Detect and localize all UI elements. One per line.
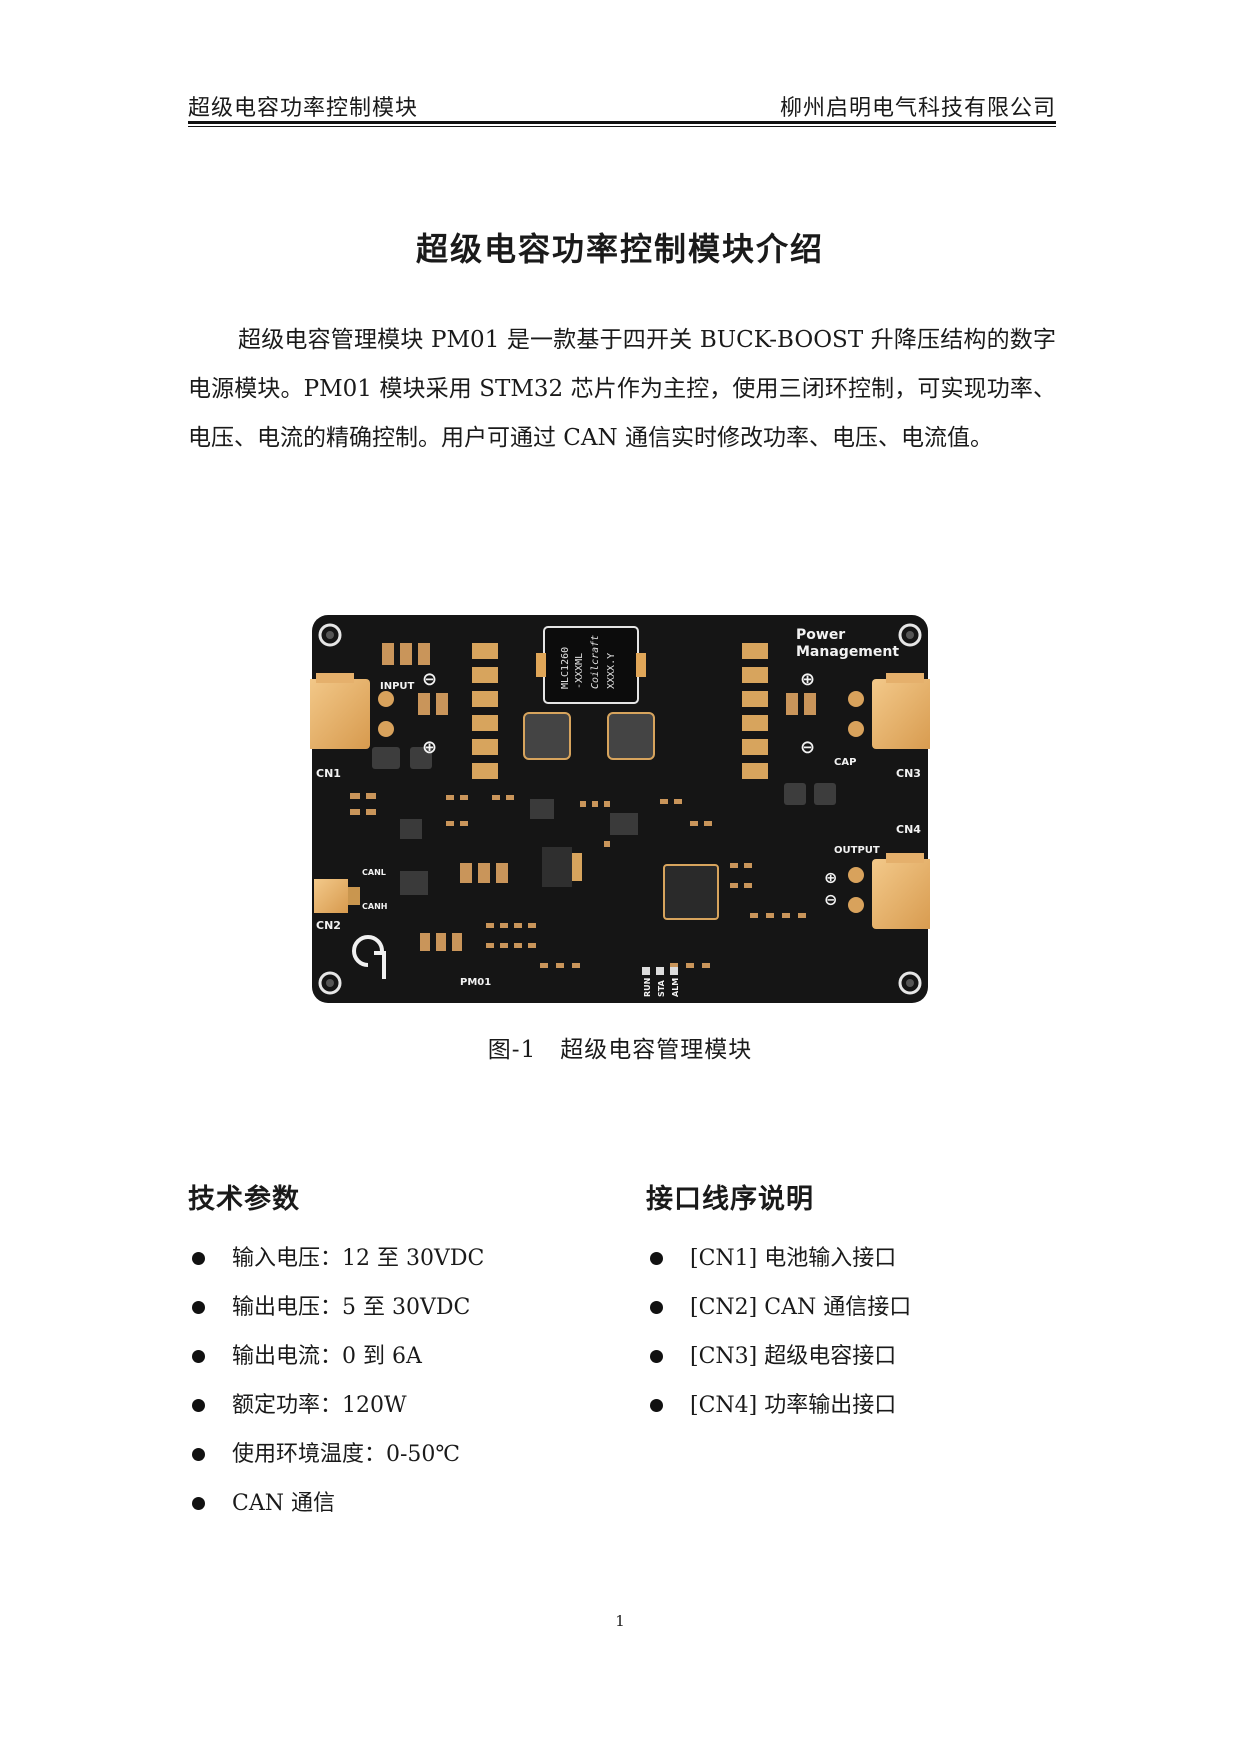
small-passives-top-left [382,643,448,715]
mounting-holes [318,623,922,995]
list-item-text: [CN3] 超级电容接口 [690,1344,897,1369]
list-item: 输入电压：12 至 30VDC [188,1234,608,1283]
svg-text:CN3: CN3 [896,767,921,780]
list-item-text: 输出电流：0 到 6A [232,1344,422,1369]
list-item: [CN2] CAN 通信接口 [646,1283,1066,1332]
list-item-text: CAN 通信 [232,1491,335,1516]
bullet-icon [192,1399,205,1412]
figure-caption: 图-1 超级电容管理模块 [487,1037,753,1063]
connector-cn4 [848,853,930,929]
bullet-icon [650,1301,663,1314]
svg-text:CN4: CN4 [896,823,921,836]
silkscreen-labels: Power Management INPUT CAP OUTPUT CN1 CN… [316,627,921,997]
tech-specs-section: 技术参数 输入电压：12 至 30VDC 输出电压：5 至 30VDC 输出电流… [188,1178,608,1528]
header-left-title: 超级电容功率控制模块 [188,96,419,121]
list-item: 输出电流：0 到 6A [188,1332,608,1381]
list-item: [CN1] 电池输入接口 [646,1234,1066,1283]
connector-cn2 [314,879,360,913]
regulator [542,847,582,887]
svg-text:⊕: ⊕ [800,669,815,690]
list-item-text: [CN1] 电池输入接口 [690,1246,897,1271]
svg-text:STA: STA [657,979,666,997]
list-item-text: 输出电压：5 至 30VDC [232,1295,471,1320]
svg-text:Coilcraft: Coilcraft [590,635,601,689]
list-item: CAN 通信 [188,1479,608,1528]
svg-text:CAP: CAP [834,757,856,768]
pcb-board [312,615,928,1003]
bullet-icon [192,1301,205,1314]
bullet-icon [192,1252,205,1265]
inductor-marking: MLC1260 -XXXML Coilcraft XXXX.Y [560,635,617,689]
svg-text:Management: Management [796,644,899,660]
header-rule-thin [188,126,1056,127]
interfaces-heading: 接口线序说明 [646,1184,814,1215]
small-passives-top-right [786,693,816,715]
tech-specs-list: 输入电压：12 至 30VDC 输出电压：5 至 30VDC 输出电流：0 到 … [188,1234,608,1528]
inductor [536,626,646,704]
bullet-icon [192,1350,205,1363]
silkscreen-logo [352,935,386,979]
leds [642,967,678,975]
svg-text:Power: Power [796,627,845,643]
svg-text:⊕: ⊕ [422,737,437,758]
bullet-icon [650,1252,663,1265]
list-item-text: [CN2] CAN 通信接口 [690,1295,912,1320]
intro-paragraph-block: 超级电容管理模块 PM01 是一款基于四开关 BUCK-BOOST 升降压结构的… [188,316,1056,463]
document-title: 超级电容功率控制模块介绍 [415,230,824,268]
connector-cn1 [310,673,394,749]
svg-text:ALM: ALM [671,978,680,997]
list-item-text: 输入电压：12 至 30VDC [232,1246,485,1271]
interfaces-section: 接口线序说明 [CN1] 电池输入接口 [CN2] CAN 通信接口 [CN3]… [646,1178,1066,1430]
svg-text:⊖: ⊖ [824,890,837,909]
capacitor-bank-left [472,643,498,779]
ic-chips-misc [400,799,638,895]
list-item: [CN4] 功率输出接口 [646,1381,1066,1430]
connector-cn3 [848,673,930,749]
svg-text:RUN: RUN [643,978,652,997]
svg-text:CN2: CN2 [316,919,341,932]
mcu-chip [663,864,719,920]
bullet-icon [650,1399,663,1412]
header-company-name: 柳州启明电气科技有限公司 [779,96,1056,121]
list-item: 额定功率：120W [188,1381,608,1430]
svg-text:MLC1260: MLC1260 [560,647,571,689]
tech-specs-heading: 技术参数 [188,1184,300,1215]
list-item-text: 额定功率：120W [232,1393,407,1418]
list-item: 输出电压：5 至 30VDC [188,1283,608,1332]
bullet-icon [192,1497,205,1510]
page-number: 1 [615,1612,625,1630]
svg-text:-XXXML: -XXXML [574,653,585,689]
list-item-text: [CN4] 功率输出接口 [690,1393,897,1418]
svg-text:CANL: CANL [362,868,386,877]
list-item: [CN3] 超级电容接口 [646,1332,1066,1381]
bullet-icon [650,1350,663,1363]
list-item: 使用环境温度：0-50℃ [188,1430,608,1479]
bullet-icon [192,1448,205,1461]
interfaces-list: [CN1] 电池输入接口 [CN2] CAN 通信接口 [CN3] 超级电容接口… [646,1234,1066,1430]
mosfet-chips [372,712,836,805]
page-header: 超级电容功率控制模块 柳州启明电气科技有限公司 [188,86,1056,126]
header-rule-thick [188,121,1056,124]
capacitor-bank-right [742,643,768,779]
list-item-text: 使用环境温度：0-50℃ [232,1442,461,1467]
svg-text:⊖: ⊖ [800,737,815,758]
pcb-board-photo: MLC1260 -XXXML Coilcraft XXXX.Y [310,615,930,1003]
svg-text:INPUT: INPUT [380,681,415,692]
svg-text:OUTPUT: OUTPUT [834,845,880,856]
svg-text:XXXX.Y: XXXX.Y [606,653,617,689]
svg-text:CN1: CN1 [316,767,341,780]
intro-paragraph: 超级电容管理模块 PM01 是一款基于四开关 BUCK-BOOST 升降压结构的… [188,327,1056,451]
svg-text:PM01: PM01 [460,977,491,988]
svg-text:⊕: ⊕ [824,868,837,887]
svg-text:⊖: ⊖ [422,669,437,690]
svg-text:CANH: CANH [362,902,387,911]
pcb-traces [350,793,806,968]
